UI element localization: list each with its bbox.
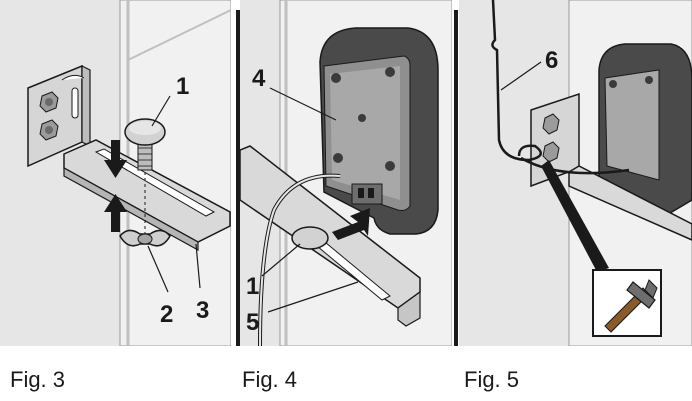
carriage-bolt-head: [291, 226, 329, 250]
figure-4-drawing: 4 1 5: [240, 0, 452, 346]
figure-5-panel: 6: [459, 0, 692, 346]
callout-4: 4: [252, 65, 266, 92]
callout-1: 1: [246, 273, 259, 300]
figure-5-drawing: 6: [459, 0, 692, 346]
figure-4-caption: Fig. 4: [242, 367, 298, 392]
callout-2: 2: [160, 301, 173, 328]
figure-divider: [454, 10, 458, 346]
hammer-icon: [592, 269, 662, 337]
arm-slot: [94, 148, 216, 217]
callout-3: 3: [196, 297, 209, 324]
bracket-arm: [568, 165, 692, 241]
control-unit: [319, 27, 439, 235]
bracket-bolts: [39, 91, 59, 141]
wing-nut: [119, 229, 171, 247]
cable: [491, 0, 542, 162]
figure-divider: [236, 10, 240, 346]
arrow-down-icon: [104, 140, 127, 178]
arrow-up-icon: [104, 194, 127, 232]
figure-3-panel: 1 2 3: [0, 0, 231, 346]
callout-6: 6: [545, 47, 558, 74]
figure-3-caption: Fig. 3: [10, 367, 66, 392]
figure-3-drawing: 1 2 3: [0, 0, 231, 346]
arrow-left-icon: [332, 208, 370, 240]
callout-5: 5: [246, 309, 259, 336]
control-unit: [598, 43, 692, 217]
callout-1: 1: [176, 73, 189, 100]
figure-4-panel: 4 1 5: [240, 0, 452, 346]
figure-5-caption: Fig. 5: [464, 367, 520, 392]
